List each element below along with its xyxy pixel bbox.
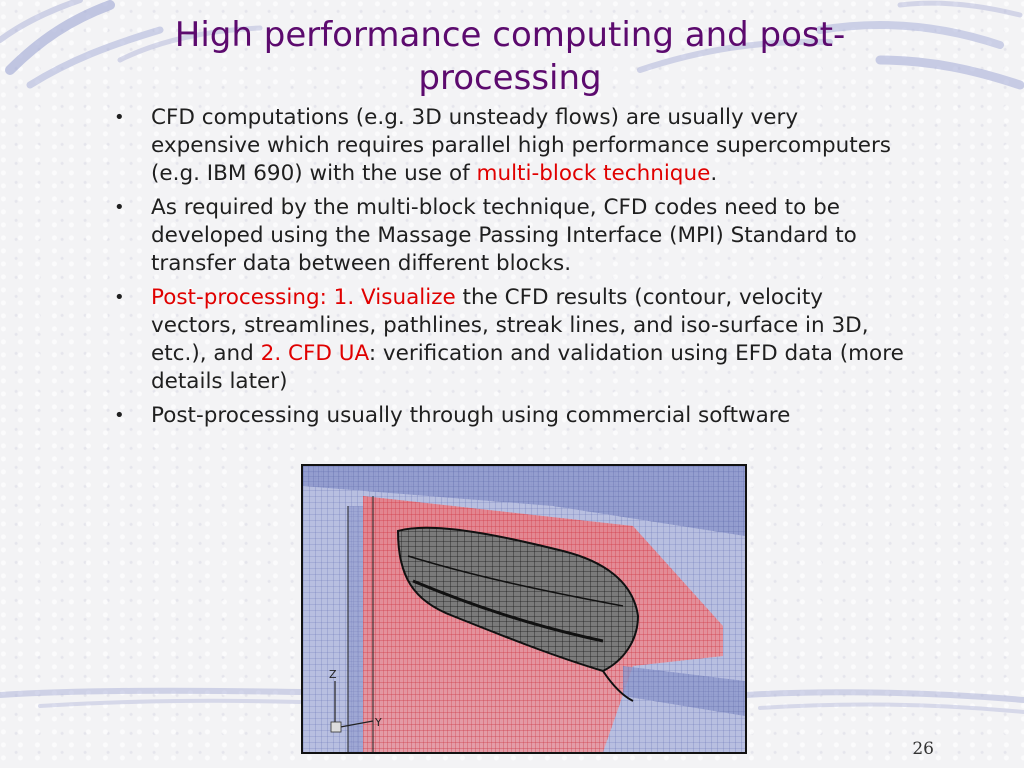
cfd-mesh-figure: Z Y (301, 464, 747, 754)
bullet-text: As required by the multi-block technique… (151, 195, 857, 276)
bullet-highlight-text: Post-processing: 1. Visualize (151, 285, 456, 310)
bullet-dot-icon: • (114, 107, 125, 128)
slide-title: High performance computing and post-proc… (174, 15, 846, 98)
page-number: 26 (912, 739, 934, 759)
bullet-text-part: . (710, 161, 718, 186)
bullet-text: Post-processing usually through using co… (151, 403, 790, 428)
bullet-item: • Post-processing usually through using … (110, 402, 910, 430)
bullet-list: • CFD computations (e.g. 3D unsteady flo… (110, 104, 910, 436)
bullet-item: • Post-processing: 1. Visualize the CFD … (110, 284, 910, 396)
bullet-highlight-text: 2. CFD UA (260, 341, 369, 366)
axis-z-label: Z (329, 668, 337, 681)
bullet-item: • As required by the multi-block techniq… (110, 194, 910, 278)
bullet-text: Post-processing: 1. Visualize the CFD re… (151, 285, 904, 394)
bullet-dot-icon: • (114, 287, 125, 308)
bullet-text-part: : verification and validation using EFD … (151, 341, 904, 394)
bullet-dot-icon: • (114, 405, 125, 426)
bullet-text-part: As required by the multi-block technique… (151, 195, 857, 276)
bullet-text-part: CFD computations (e.g. 3D unsteady flows… (151, 105, 891, 186)
axis-triad-icon (330, 681, 374, 733)
bullet-highlight-text: multi-block technique (476, 161, 711, 186)
bullet-text-part: Post-processing usually through using co… (151, 403, 791, 428)
bullet-text-part: the CFD results (contour, velocity vecto… (151, 285, 869, 366)
axis-y-label: Y (374, 716, 382, 729)
bullet-text: CFD computations (e.g. 3D unsteady flows… (151, 105, 891, 186)
cfd-mesh-image: Z Y (303, 466, 745, 752)
bullet-dot-icon: • (114, 197, 125, 218)
bullet-item: • CFD computations (e.g. 3D unsteady flo… (110, 104, 910, 188)
